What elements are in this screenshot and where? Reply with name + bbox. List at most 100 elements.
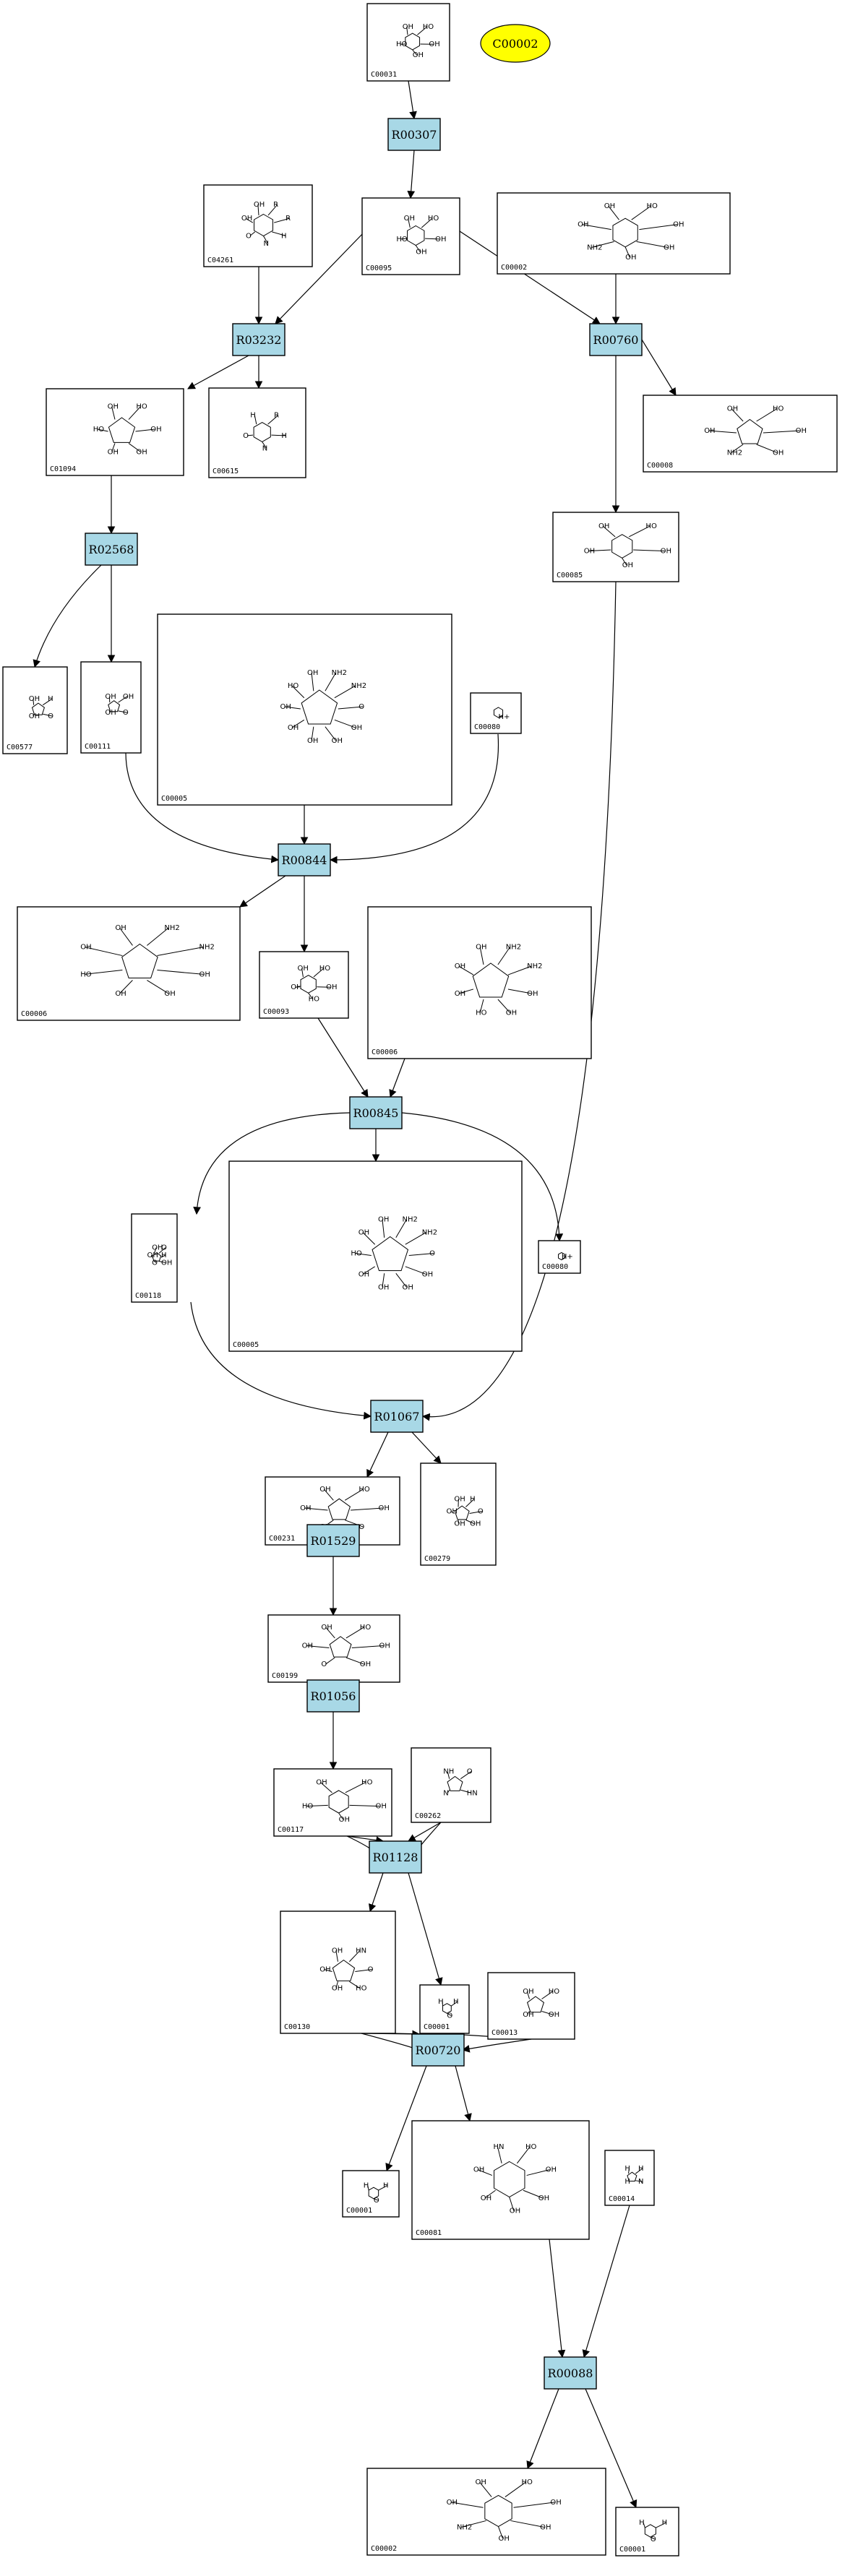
reaction-node[interactable]: R00844 xyxy=(278,843,331,876)
atom-label: OH xyxy=(429,40,439,48)
reaction-node[interactable]: R00760 xyxy=(589,323,643,356)
highlight-ellipse xyxy=(480,24,551,63)
bond xyxy=(497,947,511,965)
reaction-node[interactable]: R01056 xyxy=(306,1679,360,1713)
bond xyxy=(635,2168,643,2174)
reaction-node[interactable]: R00307 xyxy=(387,118,441,151)
reaction-node[interactable]: R01067 xyxy=(370,1400,424,1433)
bond xyxy=(338,1812,344,1820)
reaction-box xyxy=(387,118,441,151)
highlight-compound[interactable]: C00002 xyxy=(480,24,551,63)
atom-label: HO xyxy=(423,23,434,31)
reaction-node[interactable]: R01529 xyxy=(306,1524,360,1557)
bond xyxy=(628,2168,630,2174)
compound-id-label: C00111 xyxy=(85,743,111,751)
atom-label: OH xyxy=(604,202,615,210)
compound-node[interactable]: H+C00080 xyxy=(538,1240,581,1274)
bond xyxy=(247,434,254,436)
edge-arrow xyxy=(369,1872,384,1913)
ring-bond xyxy=(108,417,136,443)
ring-bond xyxy=(447,1775,463,1791)
atom-label: H xyxy=(470,1495,476,1503)
atom-label: H xyxy=(624,2178,630,2186)
atom-label: OH xyxy=(454,1520,465,1528)
bond xyxy=(415,245,421,252)
reaction-node[interactable]: R02568 xyxy=(85,533,138,566)
reaction-node[interactable]: R00845 xyxy=(349,1096,403,1129)
atom-label: OH xyxy=(378,1283,389,1291)
bond xyxy=(147,927,169,946)
bond xyxy=(308,993,314,999)
bond xyxy=(650,2536,656,2540)
reaction-node[interactable]: R00720 xyxy=(411,2033,465,2067)
bond xyxy=(608,205,619,220)
bond xyxy=(325,672,337,692)
reaction-node[interactable]: R03232 xyxy=(232,323,286,356)
atom-label: H xyxy=(453,1998,459,2006)
compound-node[interactable]: H+C00080 xyxy=(470,692,522,734)
bond xyxy=(465,1499,475,1507)
edge-arrow xyxy=(407,150,416,199)
reaction-node[interactable]: R01128 xyxy=(369,1840,422,1874)
reaction-node[interactable]: R00088 xyxy=(544,2356,597,2390)
atom-label: H xyxy=(383,2182,389,2190)
atom-label: R xyxy=(274,411,279,419)
bond xyxy=(154,1261,157,1263)
bond xyxy=(267,415,279,425)
bond xyxy=(345,1627,365,1639)
atom-label: O xyxy=(123,709,129,717)
bond xyxy=(85,947,123,957)
edge-arrow xyxy=(329,733,499,864)
ring-bond xyxy=(31,702,46,715)
bond xyxy=(458,965,474,975)
atom-label: OH xyxy=(404,215,415,223)
reaction-box xyxy=(306,1524,360,1557)
edge-arrow xyxy=(125,752,280,863)
atom-label: OH xyxy=(523,1988,533,1996)
bond xyxy=(479,2481,492,2497)
atom-label: O xyxy=(48,712,53,720)
atom-label: OH xyxy=(199,970,210,978)
bond xyxy=(254,415,257,425)
compound-id-label: C00577 xyxy=(7,744,33,751)
compound-id-label: C00130 xyxy=(284,2023,310,2031)
compound-box xyxy=(538,1240,581,1274)
compound-box xyxy=(411,1747,491,1823)
reaction-id-label: R00088 xyxy=(548,2366,593,2380)
atom-label: OH xyxy=(332,737,343,745)
atom-label: H xyxy=(250,411,256,419)
atom-label: O xyxy=(478,1508,484,1516)
edge-arrow xyxy=(526,2388,559,2470)
ring-bond xyxy=(152,1252,162,1262)
bond xyxy=(498,716,503,718)
bond xyxy=(526,2011,530,2015)
